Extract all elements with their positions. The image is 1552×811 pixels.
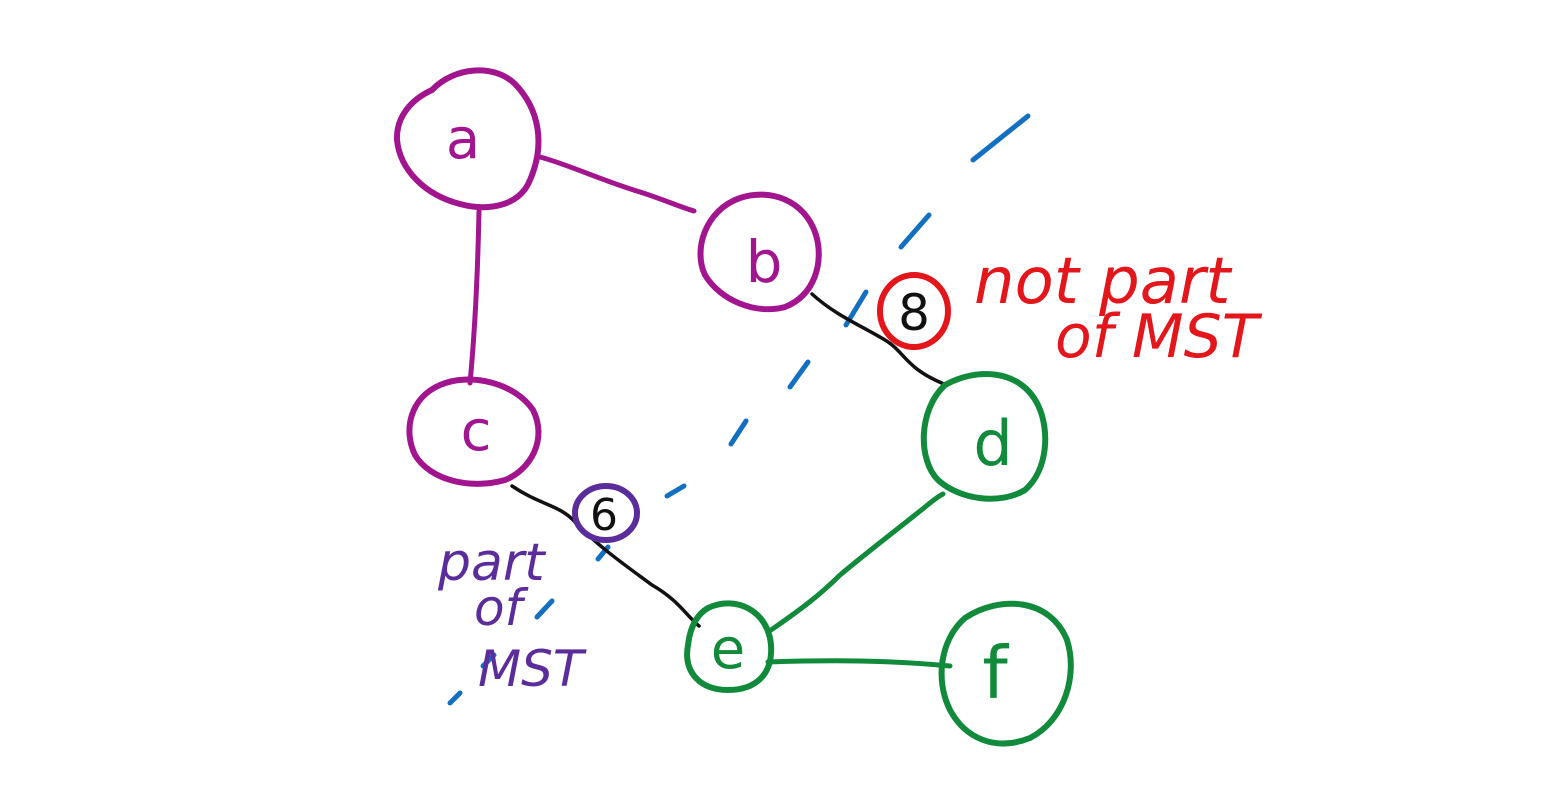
weight-marker-6: 6 xyxy=(572,483,640,543)
annotation-not-part-of-mst: not part of MST xyxy=(974,245,1263,372)
edge-c-e xyxy=(510,484,701,628)
annotation-text: of MST xyxy=(1055,302,1263,372)
node-d: d xyxy=(920,371,1049,502)
weight-ring xyxy=(572,483,640,543)
cut-dash xyxy=(728,418,749,447)
node-b: b xyxy=(697,191,822,313)
cut-dash xyxy=(480,652,497,669)
cut-dash xyxy=(664,483,687,499)
cut-dash xyxy=(447,690,463,706)
annotation-text: part xyxy=(437,533,546,593)
edge-a-c xyxy=(467,208,482,386)
node-a-label: a xyxy=(446,107,480,172)
cut-dash xyxy=(787,359,811,390)
node-f-label: f xyxy=(982,631,1009,715)
node-e: e xyxy=(684,600,775,694)
cut-dash xyxy=(898,212,932,250)
annotation-text: of xyxy=(474,579,529,637)
edge-d-e xyxy=(768,491,946,633)
weight-marker-8: 8 xyxy=(877,272,951,350)
annotation-text: not part xyxy=(974,245,1233,319)
cut-dash xyxy=(970,113,1031,163)
node-d-label: d xyxy=(973,407,1012,480)
edge-b-d xyxy=(810,292,946,386)
edge-weight-label: 8 xyxy=(898,284,930,342)
node-a-circle xyxy=(393,67,542,211)
node-f: f xyxy=(938,600,1074,747)
node-c-label: c xyxy=(461,399,492,464)
weight-ring xyxy=(877,272,951,350)
node-b-circle xyxy=(697,191,822,313)
node-e-label: e xyxy=(711,617,745,682)
node-a: a xyxy=(393,67,542,211)
cut-line xyxy=(447,113,1031,706)
edge-a-b xyxy=(537,154,697,214)
edge-weight-label: 6 xyxy=(590,490,618,541)
cut-dash xyxy=(534,598,555,620)
node-f-circle xyxy=(938,600,1074,747)
edge-e-f xyxy=(765,658,953,669)
node-d-circle xyxy=(920,371,1049,502)
annotation-part-of-mst: part of MST xyxy=(437,533,587,698)
node-b-label: b xyxy=(746,228,783,296)
node-e-circle xyxy=(684,600,775,694)
node-c-circle xyxy=(406,376,542,487)
node-c: c xyxy=(406,376,542,487)
annotation-text: MST xyxy=(478,640,587,698)
